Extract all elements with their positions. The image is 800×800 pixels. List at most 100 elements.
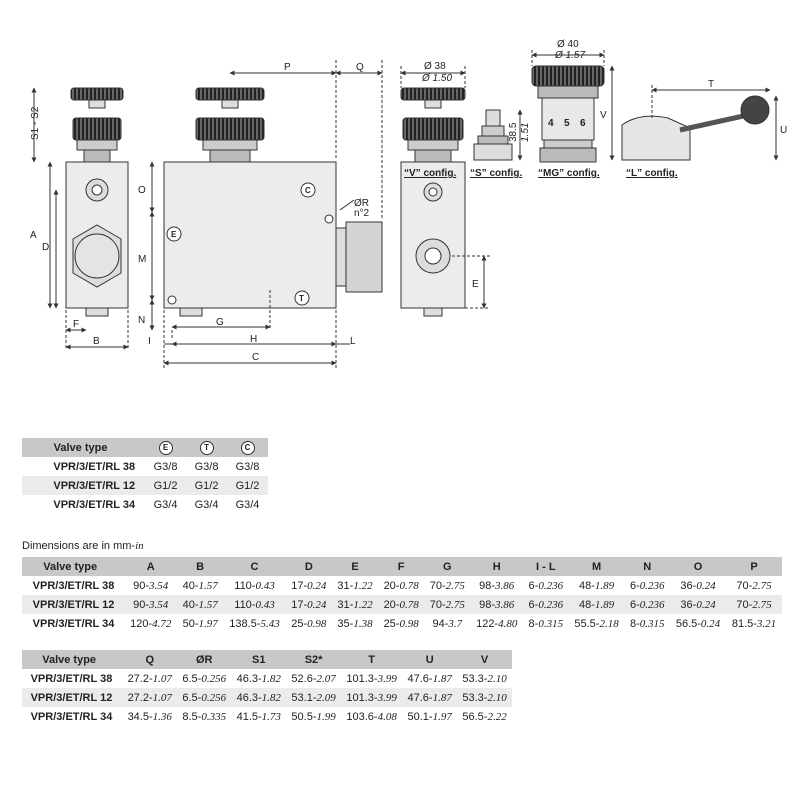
inch-value: 3.54 <box>149 579 169 592</box>
dims-header-m: M <box>568 557 625 576</box>
dim-label-o: O <box>138 185 146 196</box>
dims-header-s2-: S2* <box>286 650 341 669</box>
mm-value: 48- <box>578 579 595 592</box>
mm-value: 50.5- <box>291 710 317 723</box>
mm-value: 90- <box>133 598 150 611</box>
dims-header-c: C <box>223 557 286 576</box>
inch-value: 1.87 <box>432 691 452 704</box>
mm-value: 120- <box>130 617 153 630</box>
ports-header-c: C <box>227 438 268 457</box>
mm-value: 81.5- <box>731 617 757 630</box>
inch-value: 0.24 <box>307 598 327 611</box>
table-cell: 46.3-1.82 <box>231 669 286 688</box>
table-cell: G3/4 <box>153 498 178 511</box>
mm-value: 70- <box>429 579 446 592</box>
dims-header-q: Q <box>122 650 178 669</box>
dim-label-d40: Ø 40 <box>557 39 579 50</box>
table-cell: 70-2.75 <box>725 595 782 614</box>
inch-value: 0.236 <box>538 598 564 611</box>
mm-value: 50- <box>182 617 199 630</box>
side-view-right <box>400 66 490 317</box>
inch-value: 0.24 <box>696 579 716 592</box>
table-cell: G3/8 <box>235 460 260 473</box>
table-cell: 6-0.236 <box>523 576 568 595</box>
table-cell: 101.3-3.99 <box>341 669 402 688</box>
dims-header-g: G <box>424 557 471 576</box>
inch-value: 1.38 <box>353 617 373 630</box>
inch-value: 0.315 <box>538 617 564 630</box>
mm-value: 35- <box>337 617 354 630</box>
mm-value: 70- <box>736 598 753 611</box>
dim-label-m: M <box>138 254 146 265</box>
dim-label-d: D <box>42 242 49 253</box>
table-cell: 6-0.236 <box>625 576 670 595</box>
table-cell: G3/8 <box>194 460 219 473</box>
inch-value: 3.99 <box>377 691 397 704</box>
valve-type-cell: VPR/3/ET/RL 12 <box>22 476 146 495</box>
inch-value: 3.54 <box>149 598 169 611</box>
mm-value: 56.5- <box>675 617 701 630</box>
port-e-marker: E <box>171 230 177 239</box>
table-cell: G1/2 <box>227 476 268 495</box>
mm-value: 31- <box>337 579 354 592</box>
mm-value: 34.5- <box>127 710 153 723</box>
mm-value: 98- <box>479 598 496 611</box>
ports-table: Valve type E T C VPR/3/ET/RL 38 G3/8 G3/… <box>22 438 268 514</box>
table-cell: 17-0.24 <box>286 576 332 595</box>
mm-value: 103.6- <box>346 710 378 723</box>
inch-value: 0.98 <box>399 617 419 630</box>
mm-value: 27.2- <box>127 672 153 685</box>
mm-value: 110- <box>234 598 256 611</box>
mm-value: 6.5- <box>182 691 202 704</box>
ports-header-t: T <box>186 438 228 457</box>
mm-value: 8.5- <box>182 710 202 723</box>
dims-header-n: N <box>624 557 671 576</box>
mm-value: 31- <box>337 598 354 611</box>
valve-type-cell: VPR/3/ET/RL 38 <box>32 579 115 592</box>
mm-value: 53.1- <box>291 691 317 704</box>
dim-label-t: T <box>708 79 714 90</box>
inch-value: 1.22 <box>353 579 373 592</box>
dim-label-l: L <box>350 336 356 347</box>
table-cell: 20-0.78 <box>378 576 424 595</box>
dims-header-s1: S1 <box>231 650 287 669</box>
dims-header-valve-type: Valve type <box>22 650 123 669</box>
dim-label-v: V <box>600 110 607 121</box>
inch-value: 2.09 <box>316 691 336 704</box>
ports-header-valve-type: Valve type <box>22 438 146 457</box>
mm-value: 36- <box>680 579 697 592</box>
inch-value: 0.24 <box>700 617 721 630</box>
mm-value: 6- <box>528 598 539 611</box>
inch-value: 3.21 <box>756 617 777 630</box>
table-cell: 101.3-3.99 <box>341 688 403 707</box>
table-cell: 8-0.315 <box>523 614 568 633</box>
table-cell: 55.5-2.18 <box>569 614 625 633</box>
mm-value: 20- <box>383 598 400 611</box>
table-cell: 47.6-1.87 <box>402 688 458 707</box>
dim-label-h: H <box>250 334 257 345</box>
l-config-drawing <box>621 85 779 161</box>
table-cell: 8.5-0.335 <box>177 707 231 726</box>
valve-type-cell: VPR/3/ET/RL 38 <box>30 672 113 685</box>
mm-value: 40- <box>182 598 199 611</box>
valve-type-cell: VPR/3/ET/RL 38 <box>53 460 136 473</box>
inch-value: 0.24 <box>696 598 716 611</box>
dims-header-valve-type: Valve type <box>22 557 125 576</box>
dims-header-v: V <box>457 650 512 669</box>
dimensions-note: Dimensions are in mm-in <box>22 540 144 552</box>
table-cell: 48-1.89 <box>569 576 625 595</box>
table-cell: 6.5-0.256 <box>177 669 231 688</box>
inch-value: 1.99 <box>316 710 336 723</box>
mm-value: 48- <box>578 598 595 611</box>
mm-value: 110- <box>234 579 256 592</box>
table-cell: 90-3.54 <box>124 595 178 614</box>
dim-label-h385: 38.5 <box>508 122 519 142</box>
table-cell: 120-4.72 <box>124 614 177 633</box>
inch-value: 0.236 <box>639 579 665 592</box>
inch-value: 0.256 <box>201 691 227 704</box>
table-cell: 41.5-1.73 <box>231 707 286 726</box>
mm-value: 41.5- <box>236 710 262 723</box>
inch-value: 3.7 <box>448 617 463 630</box>
